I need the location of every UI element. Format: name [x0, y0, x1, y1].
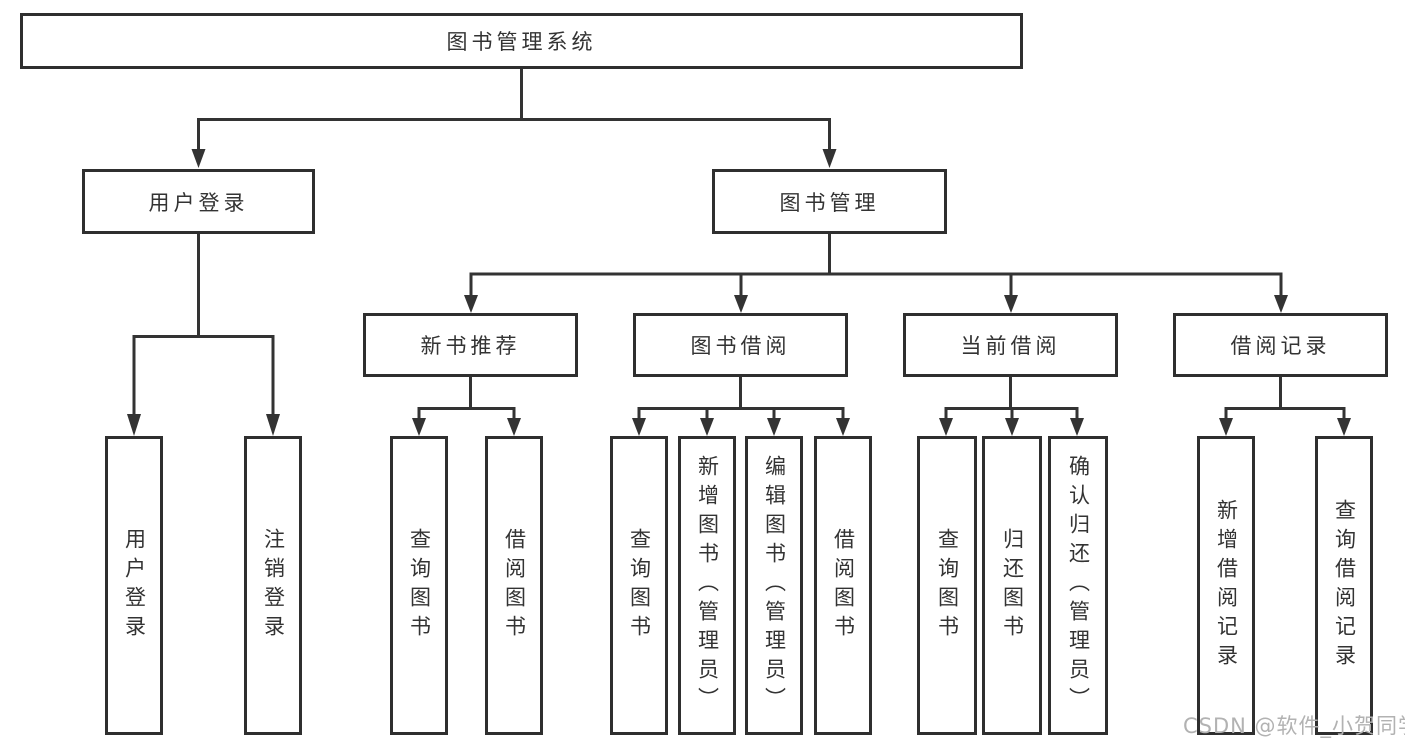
leaf-edit-book-admin-label: 编辑图书（管理员）	[762, 455, 787, 716]
node-user-login: 用户登录	[82, 169, 315, 234]
leaf-logout-label: 注销登录	[261, 527, 286, 644]
node-borrowing-records: 借阅记录	[1173, 313, 1388, 377]
leaf-borrow-book-label: 借阅图书	[831, 527, 856, 644]
leaf-borrow-book-recommend-label: 借阅图书	[502, 527, 527, 644]
node-book-borrowing-label: 图书借阅	[690, 334, 791, 358]
leaf-return-book: 归还图书	[982, 436, 1042, 735]
leaf-confirm-return-admin: 确认归还（管理员）	[1048, 436, 1108, 735]
leaf-borrow-book-recommend: 借阅图书	[485, 436, 543, 735]
leaf-logout: 注销登录	[244, 436, 302, 735]
leaf-add-borrow-record: 新增借阅记录	[1197, 436, 1255, 735]
node-book-management: 图书管理	[712, 169, 947, 234]
leaf-edit-book-admin: 编辑图书（管理员）	[745, 436, 803, 735]
leaf-add-book-admin-label: 新增图书（管理员）	[695, 455, 720, 716]
node-user-login-label: 用户登录	[148, 190, 249, 215]
leaf-query-book-borrow: 查询图书	[610, 436, 668, 735]
leaf-query-book-current-label: 查询图书	[935, 527, 960, 644]
leaf-confirm-return-admin-label: 确认归还（管理员）	[1066, 455, 1091, 716]
node-current-borrowing-label: 当前借阅	[960, 334, 1061, 358]
leaf-query-book-recommend: 查询图书	[390, 436, 448, 735]
node-root-label: 图书管理系统	[446, 30, 597, 54]
leaf-borrow-book: 借阅图书	[814, 436, 872, 735]
leaf-query-book-recommend-label: 查询图书	[407, 527, 432, 644]
node-book-borrowing: 图书借阅	[633, 313, 848, 377]
leaf-query-book-current: 查询图书	[917, 436, 977, 735]
leaf-user-login: 用户登录	[105, 436, 163, 735]
leaf-user-login-label: 用户登录	[122, 527, 147, 644]
leaf-query-book-borrow-label: 查询图书	[627, 527, 652, 644]
node-current-borrowing: 当前借阅	[903, 313, 1118, 377]
node-root: 图书管理系统	[20, 13, 1023, 69]
leaf-add-book-admin: 新增图书（管理员）	[678, 436, 736, 735]
watermark: CSDN @软件_小贺同学	[1183, 714, 1405, 738]
leaf-query-borrow-record-label: 查询借阅记录	[1332, 498, 1357, 673]
node-new-book-recommendation-label: 新书推荐	[420, 334, 521, 358]
leaf-return-book-label: 归还图书	[1000, 527, 1025, 644]
node-borrowing-records-label: 借阅记录	[1230, 334, 1331, 358]
node-book-management-label: 图书管理	[779, 190, 880, 215]
node-new-book-recommendation: 新书推荐	[363, 313, 578, 377]
leaf-query-borrow-record: 查询借阅记录	[1315, 436, 1373, 735]
leaf-add-borrow-record-label: 新增借阅记录	[1214, 498, 1239, 673]
